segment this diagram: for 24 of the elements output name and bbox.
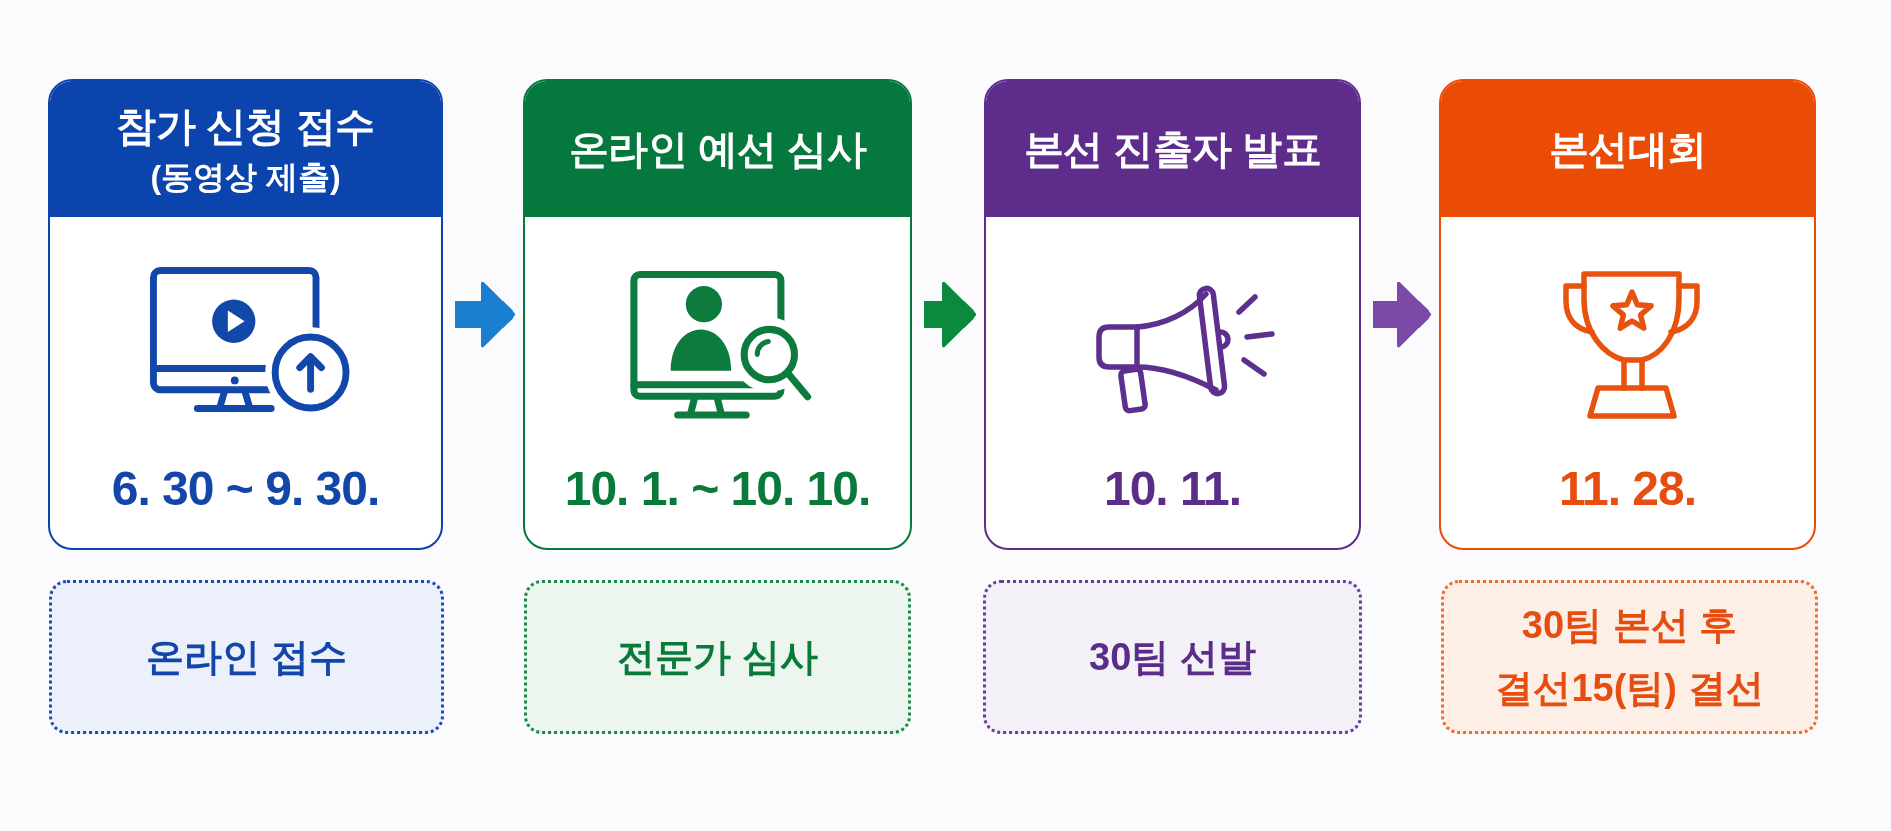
note-text: 30팀 본선 후 결선15(팀) 결선 <box>1494 603 1765 711</box>
step-card <box>1439 79 1816 550</box>
step-title: 본선대회 <box>1548 126 1707 173</box>
step-title: 온라인 예선 심사 <box>568 126 867 173</box>
step-card <box>984 79 1361 550</box>
date-text: 6. 30 ~ 9. 30. <box>111 465 380 513</box>
note-text: 30팀 선발 <box>1089 634 1256 680</box>
note-box <box>1441 580 1818 734</box>
note-text: 온라인 접수 <box>146 634 347 680</box>
step-title: 참가 신청 접수 <box>116 102 375 150</box>
note-box <box>983 580 1362 734</box>
note-box <box>524 580 911 734</box>
arrow <box>1373 281 1431 348</box>
step-card <box>523 79 912 550</box>
date-text: 10. 1. ~ 10. 10. <box>564 465 871 513</box>
note-text: 전문가 심사 <box>617 634 818 680</box>
date-text: 11. 28. <box>1558 465 1697 513</box>
step-subtitle: (동영상 제출) <box>150 157 341 197</box>
step-title: 본선 진출자 발표 <box>1023 126 1322 173</box>
date-text: 10. 11. <box>1103 465 1242 513</box>
arrow <box>924 281 976 348</box>
arrow <box>455 281 515 348</box>
step-card <box>48 79 443 550</box>
note-box <box>49 580 444 734</box>
